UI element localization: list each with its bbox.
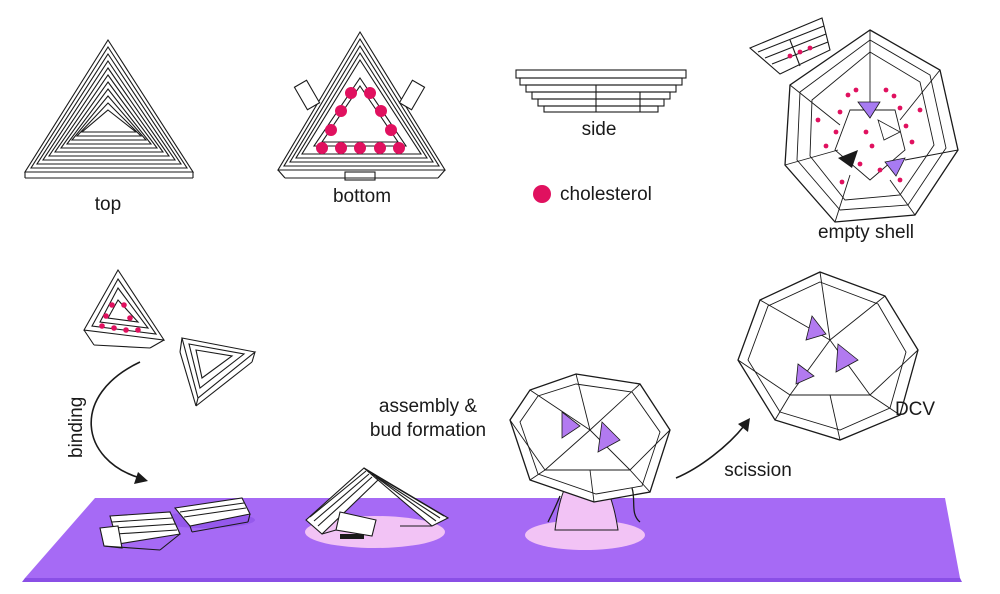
label-assembly-1: assembly & — [379, 396, 478, 417]
label-assembly-2: bud formation — [370, 420, 486, 441]
assembling-cage: assembly & bud formation — [305, 396, 486, 539]
label-top: top — [95, 194, 121, 215]
cholesterol-legend: cholesterol — [533, 184, 652, 205]
label-scission: scission — [724, 460, 792, 481]
budding-vesicle — [509, 373, 671, 531]
scission-arrow-head — [738, 418, 750, 432]
label-binding: binding — [66, 397, 87, 458]
scission-step: scission — [675, 418, 792, 481]
membrane-plane — [22, 498, 962, 582]
label-empty-shell: empty shell — [818, 222, 914, 243]
label-cholesterol: cholesterol — [560, 184, 652, 205]
scission-arrow — [675, 425, 745, 479]
empty-shell: empty shell — [748, 17, 959, 243]
triangle-top-view: top — [24, 38, 195, 215]
binding-arrow — [90, 361, 141, 479]
membrane-surface — [25, 498, 960, 578]
label-dcv: DCV — [895, 399, 935, 420]
cholesterol-dots — [316, 87, 405, 154]
triangle-bottom-view: bottom — [277, 30, 446, 207]
label-side: side — [582, 119, 617, 140]
triangle-side-view: side — [515, 69, 687, 140]
label-bottom: bottom — [333, 186, 391, 207]
bound-tiles — [99, 497, 251, 551]
dcv-vesicle: DCV — [737, 271, 935, 441]
cholesterol-legend-dot — [533, 185, 551, 203]
binding-arrow-head — [134, 472, 148, 484]
membrane-edge — [22, 578, 962, 582]
binding-step: binding — [66, 268, 257, 484]
